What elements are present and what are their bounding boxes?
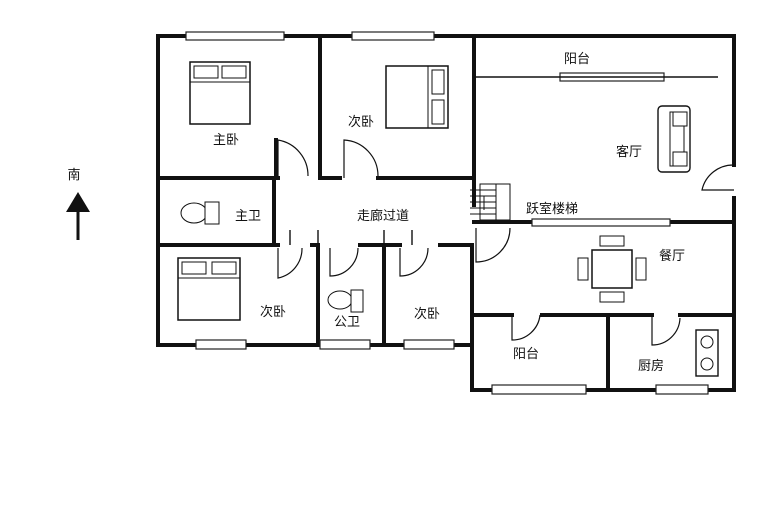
bed-bedroom-bottom-left: [177, 257, 241, 321]
window-bedroom-bm: [403, 339, 455, 350]
stove-kitchen: [695, 329, 719, 377]
bed-bedroom-top: [385, 65, 449, 129]
toilet-master-bath: [180, 201, 220, 225]
room-label-public-bath: 公卫: [334, 315, 360, 330]
dining-table: [577, 235, 647, 303]
door-bedroom-bm: [399, 247, 429, 277]
bed-master: [189, 61, 251, 125]
window-kitchen: [655, 384, 709, 395]
arrow-up-icon: [66, 192, 90, 212]
toilet-public-bath: [327, 289, 364, 313]
door-bedroom-top: [343, 139, 379, 178]
room-label-duplex-stairs: 跃室楼梯: [526, 201, 578, 217]
door-balcony-bottom: [511, 314, 541, 341]
window-master-bedroom: [185, 31, 285, 41]
room-label-balcony-bottom: 阳台: [513, 347, 539, 362]
window-stair-rail: [531, 218, 671, 227]
room-label-bedroom-bottom-mid: 次卧: [414, 306, 440, 322]
room-label-balcony-top: 阳台: [564, 52, 590, 67]
room-label-bedroom-bottom-left: 次卧: [260, 304, 286, 320]
room-label-master-bedroom: 主卧: [213, 133, 239, 148]
compass-label: 南: [67, 167, 80, 183]
door-kitchen: [651, 315, 681, 346]
windows: [185, 31, 718, 395]
door-dining: [475, 227, 511, 263]
window-public-bath: [319, 339, 371, 350]
door-master-bedroom: [277, 139, 309, 177]
window-balcony-bottom: [491, 384, 587, 395]
room-label-master-bath: 主卫: [235, 209, 261, 224]
doors: [277, 139, 735, 346]
sofa-living-room: [657, 105, 691, 173]
room-label-corridor: 走廊过道: [357, 208, 409, 224]
stairs: [470, 183, 511, 221]
door-bedroom-bl: [277, 247, 303, 279]
door-entry: [701, 164, 735, 191]
door-public-bath: [329, 247, 359, 277]
room-label-bedroom-top: 次卧: [348, 114, 374, 130]
north-arrow: [66, 192, 90, 240]
room-label-kitchen: 厨房: [638, 358, 664, 374]
window-bedroom-bl: [195, 339, 247, 350]
room-label-dining-room: 餐厅: [659, 248, 685, 264]
window-bedroom-top: [351, 31, 435, 41]
room-label-living-room: 客厅: [616, 144, 642, 160]
